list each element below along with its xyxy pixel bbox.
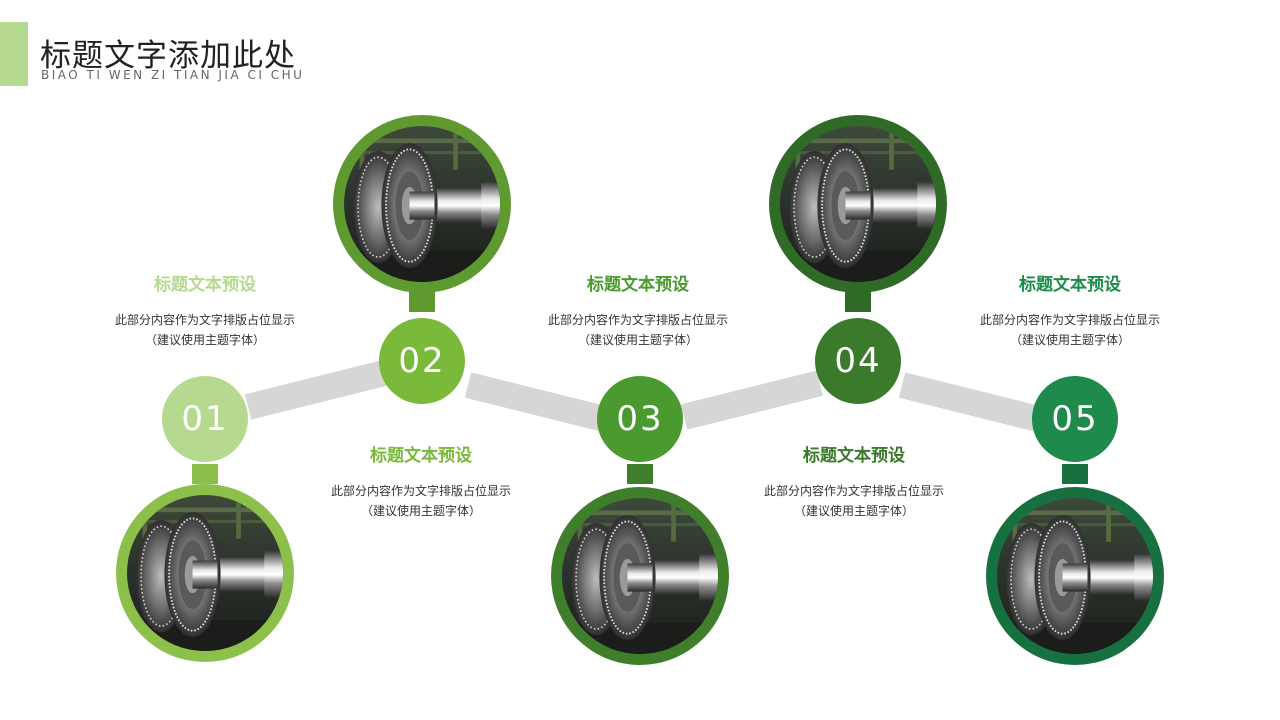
step-body-05-line2: （建议使用主题字体） [1009, 333, 1130, 347]
step-heading-04: 标题文本预设 [803, 446, 905, 466]
step-body-01-line2: （建议使用主题字体） [144, 333, 265, 347]
stem-02 [409, 292, 435, 312]
step-heading-03: 标题文本预设 [587, 275, 689, 295]
step-body-03-line1: 此部分内容作为文字排版占位显示 [547, 313, 728, 327]
text-block-01: 标题文本预设 此部分内容作为文字排版占位显示 （建议使用主题字体） [85, 270, 325, 350]
step-body-03-line2: （建议使用主题字体） [577, 333, 698, 347]
stem-05 [1062, 464, 1088, 484]
step-number-02: 02 [379, 318, 465, 404]
text-block-03: 标题文本预设 此部分内容作为文字排版占位显示 （建议使用主题字体） [518, 270, 758, 350]
page-subtitle: BIAO TI WEN ZI TIAN JIA CI CHU [41, 68, 305, 82]
turbine-image-01 [127, 495, 283, 651]
turbine-image-03 [562, 498, 718, 654]
step-body-01-line1: 此部分内容作为文字排版占位显示 [114, 313, 295, 327]
text-block-02: 标题文本预设 此部分内容作为文字排版占位显示 （建议使用主题字体） [301, 441, 541, 521]
step-body-05-line1: 此部分内容作为文字排版占位显示 [979, 313, 1160, 327]
photo-ring-02 [333, 115, 511, 293]
turbine-image-02 [344, 126, 500, 282]
stem-03 [627, 464, 653, 484]
step-number-04: 04 [815, 318, 901, 404]
step-number-03: 03 [597, 376, 683, 462]
photo-ring-03 [551, 487, 729, 665]
step-body-02-line2: （建议使用主题字体） [360, 504, 481, 518]
step-number-05: 05 [1032, 376, 1118, 462]
stem-04 [845, 292, 871, 312]
connector-01-02 [244, 360, 387, 420]
title-accent-bar [0, 22, 28, 86]
connector-03-04 [680, 370, 823, 430]
photo-ring-05 [986, 487, 1164, 665]
step-body-04-line1: 此部分内容作为文字排版占位显示 [763, 484, 944, 498]
step-number-01: 01 [162, 376, 248, 462]
stem-01 [192, 464, 218, 484]
step-body-02-line1: 此部分内容作为文字排版占位显示 [330, 484, 511, 498]
step-heading-01: 标题文本预设 [154, 275, 256, 295]
connector-02-03 [464, 372, 607, 432]
step-heading-02: 标题文本预设 [370, 446, 472, 466]
step-heading-05: 标题文本预设 [1019, 275, 1121, 295]
connector-04-05 [898, 372, 1041, 432]
text-block-05: 标题文本预设 此部分内容作为文字排版占位显示 （建议使用主题字体） [950, 270, 1190, 350]
text-block-04: 标题文本预设 此部分内容作为文字排版占位显示 （建议使用主题字体） [734, 441, 974, 521]
turbine-image-05 [997, 498, 1153, 654]
page-title: 标题文字添加此处 [40, 38, 296, 74]
turbine-image-04 [780, 126, 936, 282]
photo-ring-01 [116, 484, 294, 662]
photo-ring-04 [769, 115, 947, 293]
step-body-04-line2: （建议使用主题字体） [793, 504, 914, 518]
